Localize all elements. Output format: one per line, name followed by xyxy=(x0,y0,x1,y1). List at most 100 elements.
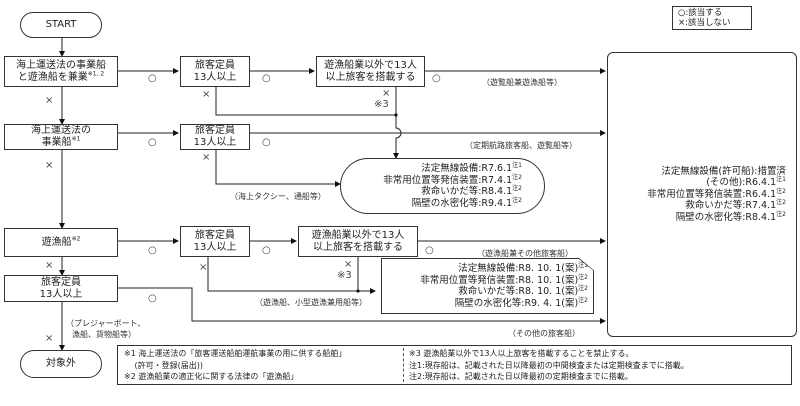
draft-row: 隔壁の水密化等:R9. 4. 1(案)注2 xyxy=(420,296,588,310)
big-row-date: R6.4.1 xyxy=(745,188,777,200)
oval-row-note: 注2 xyxy=(512,196,522,204)
oval-row: 非常用位置等発信装置:R7.4.1注2 xyxy=(383,174,522,187)
cap3-line1: 旅客定員 xyxy=(195,229,235,241)
start-label: START xyxy=(45,19,77,30)
footnote-1-detail: (許可・登録(届出)) xyxy=(124,360,204,370)
legend-yes: ○:該当する xyxy=(678,8,723,18)
cap4-line2: 13人以上 xyxy=(39,288,83,300)
carry1-line2: 以上旅客を搭載する xyxy=(325,71,416,83)
label-fishing-other: （遊漁船兼その他旅客船） xyxy=(477,249,573,258)
decision-capacity-2: 旅客定員 13人以上 xyxy=(180,124,250,150)
arrow-carry-oval xyxy=(393,87,402,159)
footnote-1: ※1 海上運送法の「旅客運送船舶運航事業の用に供する船舶」 xyxy=(124,349,347,358)
draft-row: 救命いかだ等:R8. 10. 1(案)注2 xyxy=(420,284,588,298)
q2-line1: 海上運送法の xyxy=(31,125,91,136)
draft-row-date: R8. 10. 1(案) xyxy=(518,274,579,286)
big-row: 法定無線設備(許可船):措置済 xyxy=(647,166,786,178)
big-row-date: 措置済 xyxy=(757,165,786,177)
footnote-3: ※3 遊漁船業以外で13人以上旅客を搭載することを禁止する。 xyxy=(409,349,634,358)
no-mark: × xyxy=(202,89,211,100)
q1-line2: と遊漁船を兼業 xyxy=(17,71,88,83)
arrow-q2cap-oval xyxy=(215,150,341,187)
footnote-2: ※2 遊漁船業の適正化に関する法律の「遊漁船」 xyxy=(124,372,299,381)
footnotes-left: ※1 海上運送法の「旅客運送船舶運航事業の用に供する船舶」 (許可・登録(届出)… xyxy=(124,348,346,383)
draft-row-label: 法定無線設備: xyxy=(458,263,519,274)
no-mark: × xyxy=(45,95,54,106)
decision-maritime-business: 海上運送法の 事業船※1 xyxy=(4,124,118,150)
decision-concurrent-business: 海上運送法の事業船 と遊漁船を兼業※1, 2 xyxy=(4,56,118,87)
note-2: 注2:現存船は、記載された日以降最初の定期検査までに搭載。 xyxy=(409,372,633,381)
oval-row: 法定無線設備:R7.6.1注1 xyxy=(383,161,522,175)
big-row-note: 注2 xyxy=(776,187,786,195)
cap4-line1: 旅客定員 xyxy=(41,276,81,288)
draft-row-label: 非常用位置等発信装置: xyxy=(420,274,519,286)
decision-capacity-4: 旅客定員 13人以上 xyxy=(4,275,118,302)
decision-fishing-boat: 遊漁船※2 xyxy=(4,228,118,257)
label-sea-taxi: （海上タクシー、通船等） xyxy=(230,192,326,201)
draft-row-label: 救命いかだ等: xyxy=(458,286,519,297)
cap2-line1: 旅客定員 xyxy=(195,125,235,136)
footnote-panel: ※1 海上運送法の「旅客運送船舶運航事業の用に供する船舶」 (許可・登録(届出)… xyxy=(117,345,792,385)
big-row: 救命いかだ等:R7.4.1注2 xyxy=(647,200,786,212)
label-pleasure-boat-2: 漁船、貨物船等） xyxy=(72,330,136,339)
yes-mark: ○ xyxy=(262,137,271,148)
carry1-line1: 遊漁船業以外で13人 xyxy=(324,59,417,71)
decision-carry-13-2: 遊漁船業以外で13人 以上旅客を搭載する xyxy=(298,226,418,257)
no-mark: × xyxy=(45,333,54,344)
q1-footnote-ref: ※1, 2 xyxy=(87,70,105,78)
decision-capacity-1: 旅客定員 13人以上 xyxy=(180,56,250,87)
oval-row-date: R9.4.1 xyxy=(481,197,513,209)
yes-mark: ○ xyxy=(148,73,157,84)
legend-box: ○:該当する ×:該当しない xyxy=(672,6,752,30)
draft-row-note: 注1 xyxy=(578,261,588,269)
oval-row-label: 法定無線設備: xyxy=(421,163,482,174)
no-mark: × xyxy=(45,260,54,271)
big-row-label: (その他): xyxy=(706,177,746,189)
big-row-label: 法定無線設備(許可船): xyxy=(661,165,758,177)
draft-row-note: 注2 xyxy=(578,273,588,281)
big-row-note: 注1 xyxy=(776,176,786,184)
yes-mark: ○ xyxy=(262,245,271,256)
decision-carry-13-1: 遊漁船業以外で13人 以上旅客を搭載する xyxy=(316,56,425,87)
arrow-q3cap-draft xyxy=(207,257,376,294)
oval-row-label: 救命いかだ等: xyxy=(421,186,482,197)
yes-mark: ○ xyxy=(148,245,157,256)
no-mark: × xyxy=(202,152,211,163)
yes-mark: ○ xyxy=(148,137,157,148)
oval-row: 救命いかだ等:R8.4.1注2 xyxy=(383,184,522,198)
label-other-passenger: （その他の旅客船） xyxy=(508,329,580,338)
footnote-3-mark: ※3 xyxy=(337,270,352,281)
big-row: (その他):R6.4.1注1 xyxy=(647,177,786,189)
oval-row-note: 注1 xyxy=(512,161,522,169)
label-regular-route: （定期航路旅客船、遊覧船等） xyxy=(465,141,577,150)
oval-row-label: 非常用位置等発信装置: xyxy=(383,174,482,186)
big-row: 非常用位置等発信装置:R6.4.1注2 xyxy=(647,187,786,201)
draft-row: 法定無線設備:R8. 10. 1(案)注1 xyxy=(420,261,588,275)
draft-row: 非常用位置等発信装置:R8. 10. 1(案)注2 xyxy=(420,273,588,287)
cap1-line1: 旅客定員 xyxy=(195,59,235,71)
draft-row-label: 隔壁の水密化等: xyxy=(454,297,525,309)
no-mark: × xyxy=(45,160,54,171)
cap3-line2: 13人以上 xyxy=(193,241,237,253)
draft-row-note: 注2 xyxy=(578,296,588,304)
yes-mark: ○ xyxy=(262,73,271,84)
oval-row-note: 注2 xyxy=(512,184,522,192)
draft-row-note: 注2 xyxy=(578,284,588,292)
big-row-note: 注2 xyxy=(776,210,786,218)
q3-line1: 遊漁船 xyxy=(41,236,72,248)
cap2-line2: 13人以上 xyxy=(193,137,237,148)
decision-capacity-3: 旅客定員 13人以上 xyxy=(180,226,250,257)
big-row-note: 注2 xyxy=(776,199,786,207)
footnotes-right: ※3 遊漁船業以外で13人以上旅客を搭載することを禁止する。 注1:現存船は、記… xyxy=(403,348,689,382)
oval-row-date: R8.4.1 xyxy=(481,186,513,197)
footnote-3-mark: ※3 xyxy=(374,99,389,110)
end-terminal-not-applicable: 対象外 xyxy=(20,350,102,378)
label-pleasure-fishing: （遊覧船兼遊漁船等） xyxy=(482,78,562,87)
junction-dot xyxy=(394,113,398,117)
oval-row: 隔壁の水密化等:R9.4.1注2 xyxy=(383,196,522,210)
oval-row-date: R7.6.1 xyxy=(481,163,513,174)
